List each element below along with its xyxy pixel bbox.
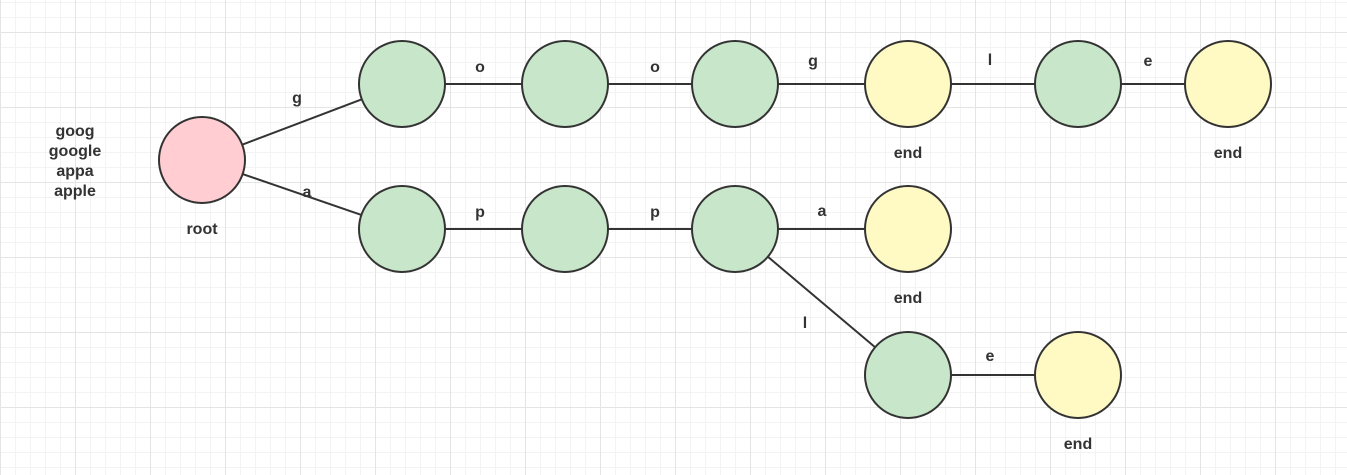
trie-node-goo (691, 40, 779, 128)
edge-char-label: g (292, 90, 302, 107)
root-label: root (186, 221, 218, 238)
trie-node-appa (864, 185, 952, 273)
trie-node-go (521, 40, 609, 128)
trie-node-appl (864, 331, 952, 419)
end-label: end (894, 145, 922, 162)
edge-char-label: l (988, 52, 992, 69)
trie-edge-root-a (242, 173, 362, 216)
edge-char-label: a (818, 203, 827, 220)
trie-node-goog (864, 40, 952, 128)
word-item: apple (54, 183, 96, 200)
edge-char-label: g (808, 53, 818, 70)
trie-node-ap (521, 185, 609, 273)
trie-node-googl (1034, 40, 1122, 128)
trie-node-app (691, 185, 779, 273)
edge-char-label: o (475, 59, 485, 76)
trie-edge-app-appl (767, 255, 876, 349)
word-item: goog (55, 123, 95, 140)
trie-edge-root-g (241, 98, 363, 146)
edge-char-label: l (803, 315, 807, 332)
trie-node-apple (1034, 331, 1122, 419)
edge-char-label: e (1144, 53, 1153, 70)
trie-node-g (358, 40, 446, 128)
edge-char-label: a (303, 184, 312, 201)
edge-char-label: p (475, 204, 485, 221)
end-label: end (1214, 145, 1242, 162)
end-label: end (1064, 436, 1092, 453)
trie-node-google (1184, 40, 1272, 128)
word-list: goog google appa apple (40, 122, 110, 202)
edge-char-label: o (650, 59, 660, 76)
edge-char-label: e (986, 348, 995, 365)
trie-node-root (158, 116, 246, 204)
edge-char-label: p (650, 204, 660, 221)
trie-node-a (358, 185, 446, 273)
word-item: google (48, 143, 102, 160)
end-label: end (894, 290, 922, 307)
word-item: appa (56, 163, 94, 180)
